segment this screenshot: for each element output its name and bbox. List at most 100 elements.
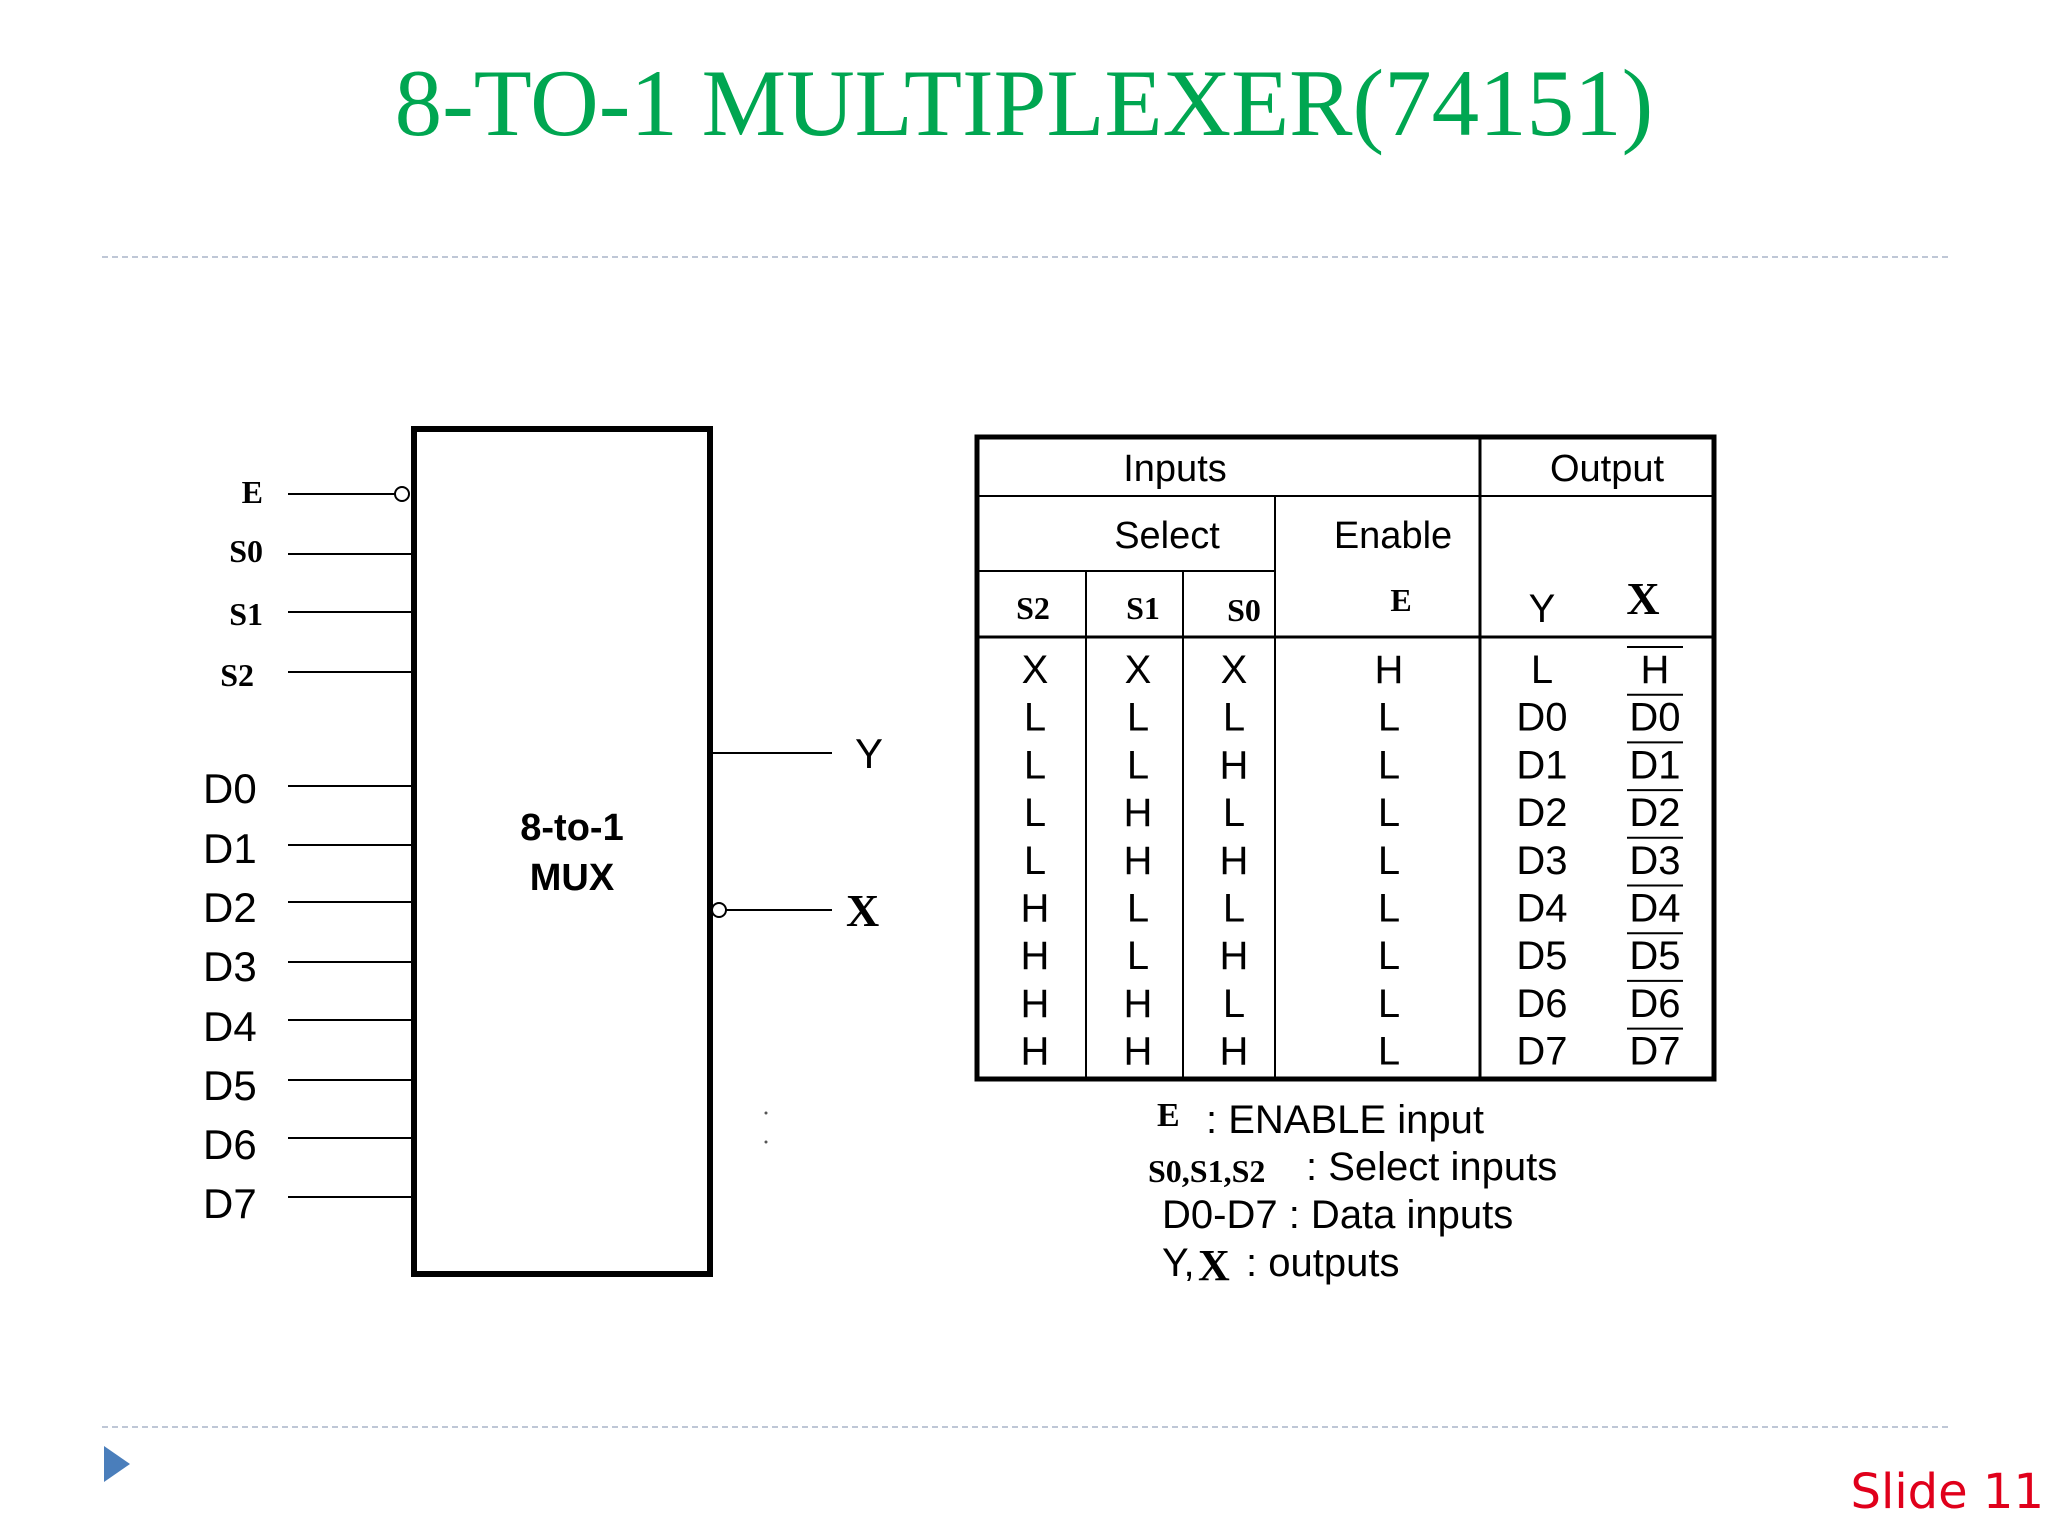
input-label-d4: D4: [203, 1003, 257, 1050]
cell-y-row-1: D0: [1516, 696, 1567, 740]
cell-s2-row-1: L: [1024, 696, 1046, 740]
cell-s0-row-7: L: [1223, 982, 1245, 1026]
cell-s0-row-8: H: [1220, 1030, 1249, 1074]
cell-y-row-7: D6: [1516, 982, 1567, 1026]
input-label-d6: D6: [203, 1121, 257, 1168]
cell-e-row-6: L: [1378, 934, 1400, 978]
cell-s1-row-5: L: [1127, 887, 1149, 931]
cell-y-row-8: D7: [1516, 1030, 1567, 1074]
cell-y-row-5: D4: [1516, 887, 1567, 931]
legend-d-line: D0-D7 : Data inputs: [1162, 1193, 1513, 1237]
header-output: Output: [1550, 448, 1665, 490]
cell-s1-row-4: H: [1124, 839, 1153, 883]
input-label-d5: D5: [203, 1062, 257, 1109]
cell-s2-row-7: H: [1021, 982, 1050, 1026]
input-label-d3: D3: [203, 943, 257, 990]
cell-s0-row-5: L: [1223, 887, 1245, 931]
cell-s2-row-2: L: [1024, 743, 1046, 787]
cell-y-row-4: D3: [1516, 839, 1567, 883]
cell-y-row-0: L: [1531, 648, 1553, 692]
cell-x-row-4: D3: [1629, 839, 1680, 883]
cell-s0-row-6: H: [1220, 934, 1249, 978]
cell-y-row-2: D1: [1516, 743, 1567, 787]
legend-e-desc: : ENABLE input: [1206, 1098, 1484, 1142]
col-header-s1: S1: [1126, 590, 1160, 626]
bottom-divider: [102, 1426, 1948, 1428]
cell-s2-row-0: X: [1022, 648, 1049, 692]
truth-table: Inputs Output Select Enable S2 S1 S0 E Y…: [974, 434, 1717, 1082]
cell-s2-row-5: H: [1021, 887, 1050, 931]
cell-e-row-3: L: [1378, 791, 1400, 835]
input-label-s2: S2: [220, 657, 254, 693]
enable-inversion-bubble: [394, 486, 410, 502]
cell-x-row-1: D0: [1629, 696, 1680, 740]
mux-label-line2: MUX: [530, 857, 615, 899]
cell-s2-row-6: H: [1021, 934, 1050, 978]
input-label-d1: D1: [203, 825, 257, 872]
input-label-d7: D7: [203, 1180, 257, 1227]
cell-s0-row-0: X: [1221, 648, 1248, 692]
cell-y-row-3: D2: [1516, 791, 1567, 835]
legend-out-y: Y,: [1162, 1241, 1195, 1285]
cell-s2-row-8: H: [1021, 1030, 1050, 1074]
cell-s1-row-1: L: [1127, 696, 1149, 740]
mux-label-line1: 8-to-1: [520, 807, 623, 849]
output-inversion-bubble: [711, 902, 727, 918]
cell-s1-row-6: L: [1127, 934, 1149, 978]
slide-number: Slide 11: [1850, 1464, 2044, 1520]
slide-title: 8-TO-1 MULTIPLEXER(74151): [394, 50, 1654, 156]
input-label-s1: S1: [229, 596, 263, 632]
cell-y-row-6: D5: [1516, 934, 1567, 978]
cell-s0-row-3: L: [1223, 791, 1245, 835]
col-header-y: Y: [1529, 587, 1556, 631]
input-label-s0: S0: [229, 533, 263, 569]
legend: E : ENABLE input S0,S1,S2 : Select input…: [1148, 1097, 1557, 1290]
cell-x-row-6: D5: [1629, 934, 1680, 978]
cell-s1-row-7: H: [1124, 982, 1153, 1026]
output-label-y: Y: [855, 730, 883, 777]
cell-e-row-2: L: [1378, 743, 1400, 787]
col-header-s0: S0: [1227, 592, 1261, 628]
col-header-s2: S2: [1016, 590, 1050, 626]
cell-e-row-0: H: [1375, 648, 1404, 692]
cell-s2-row-3: L: [1024, 791, 1046, 835]
legend-s-symbol: S0,S1,S2: [1148, 1153, 1265, 1189]
input-label-d0: D0: [203, 765, 257, 812]
top-divider: [102, 256, 1948, 258]
cell-x-row-3: D2: [1629, 791, 1680, 835]
col-header-x: X: [1626, 573, 1659, 624]
triangle-right-icon[interactable]: [102, 1444, 132, 1484]
cell-s2-row-4: L: [1024, 839, 1046, 883]
cell-e-row-5: L: [1378, 887, 1400, 931]
legend-s-desc: : Select inputs: [1306, 1145, 1557, 1189]
cell-s1-row-8: H: [1124, 1030, 1153, 1074]
cell-s0-row-1: L: [1223, 696, 1245, 740]
cell-e-row-7: L: [1378, 982, 1400, 1026]
cell-x-row-8: D7: [1629, 1030, 1680, 1074]
legend-out-desc: : outputs: [1246, 1241, 1399, 1285]
truth-table-border: [974, 434, 1717, 1082]
mux-block: [411, 426, 713, 1277]
legend-e-symbol: E: [1157, 1097, 1180, 1134]
cell-s1-row-0: X: [1125, 648, 1152, 692]
header-enable: Enable: [1334, 515, 1452, 557]
header-select: Select: [1114, 515, 1220, 557]
cell-x-row-5: D4: [1629, 887, 1680, 931]
cell-e-row-8: L: [1378, 1030, 1400, 1074]
legend-out-x: X: [1198, 1241, 1230, 1290]
header-inputs: Inputs: [1123, 448, 1227, 490]
col-header-e: E: [1390, 582, 1411, 618]
cell-x-row-7: D6: [1629, 982, 1680, 1026]
output-label-x: X: [846, 885, 879, 936]
input-label-e: E: [242, 474, 263, 510]
input-label-d2: D2: [203, 884, 257, 931]
cell-x-row-2: D1: [1629, 743, 1680, 787]
cell-x-row-0: H: [1641, 648, 1670, 692]
cell-s1-row-3: H: [1124, 791, 1153, 835]
cell-e-row-4: L: [1378, 839, 1400, 883]
cell-e-row-1: L: [1378, 696, 1400, 740]
cell-s0-row-2: H: [1220, 743, 1249, 787]
cell-s0-row-4: H: [1220, 839, 1249, 883]
cell-s1-row-2: L: [1127, 743, 1149, 787]
